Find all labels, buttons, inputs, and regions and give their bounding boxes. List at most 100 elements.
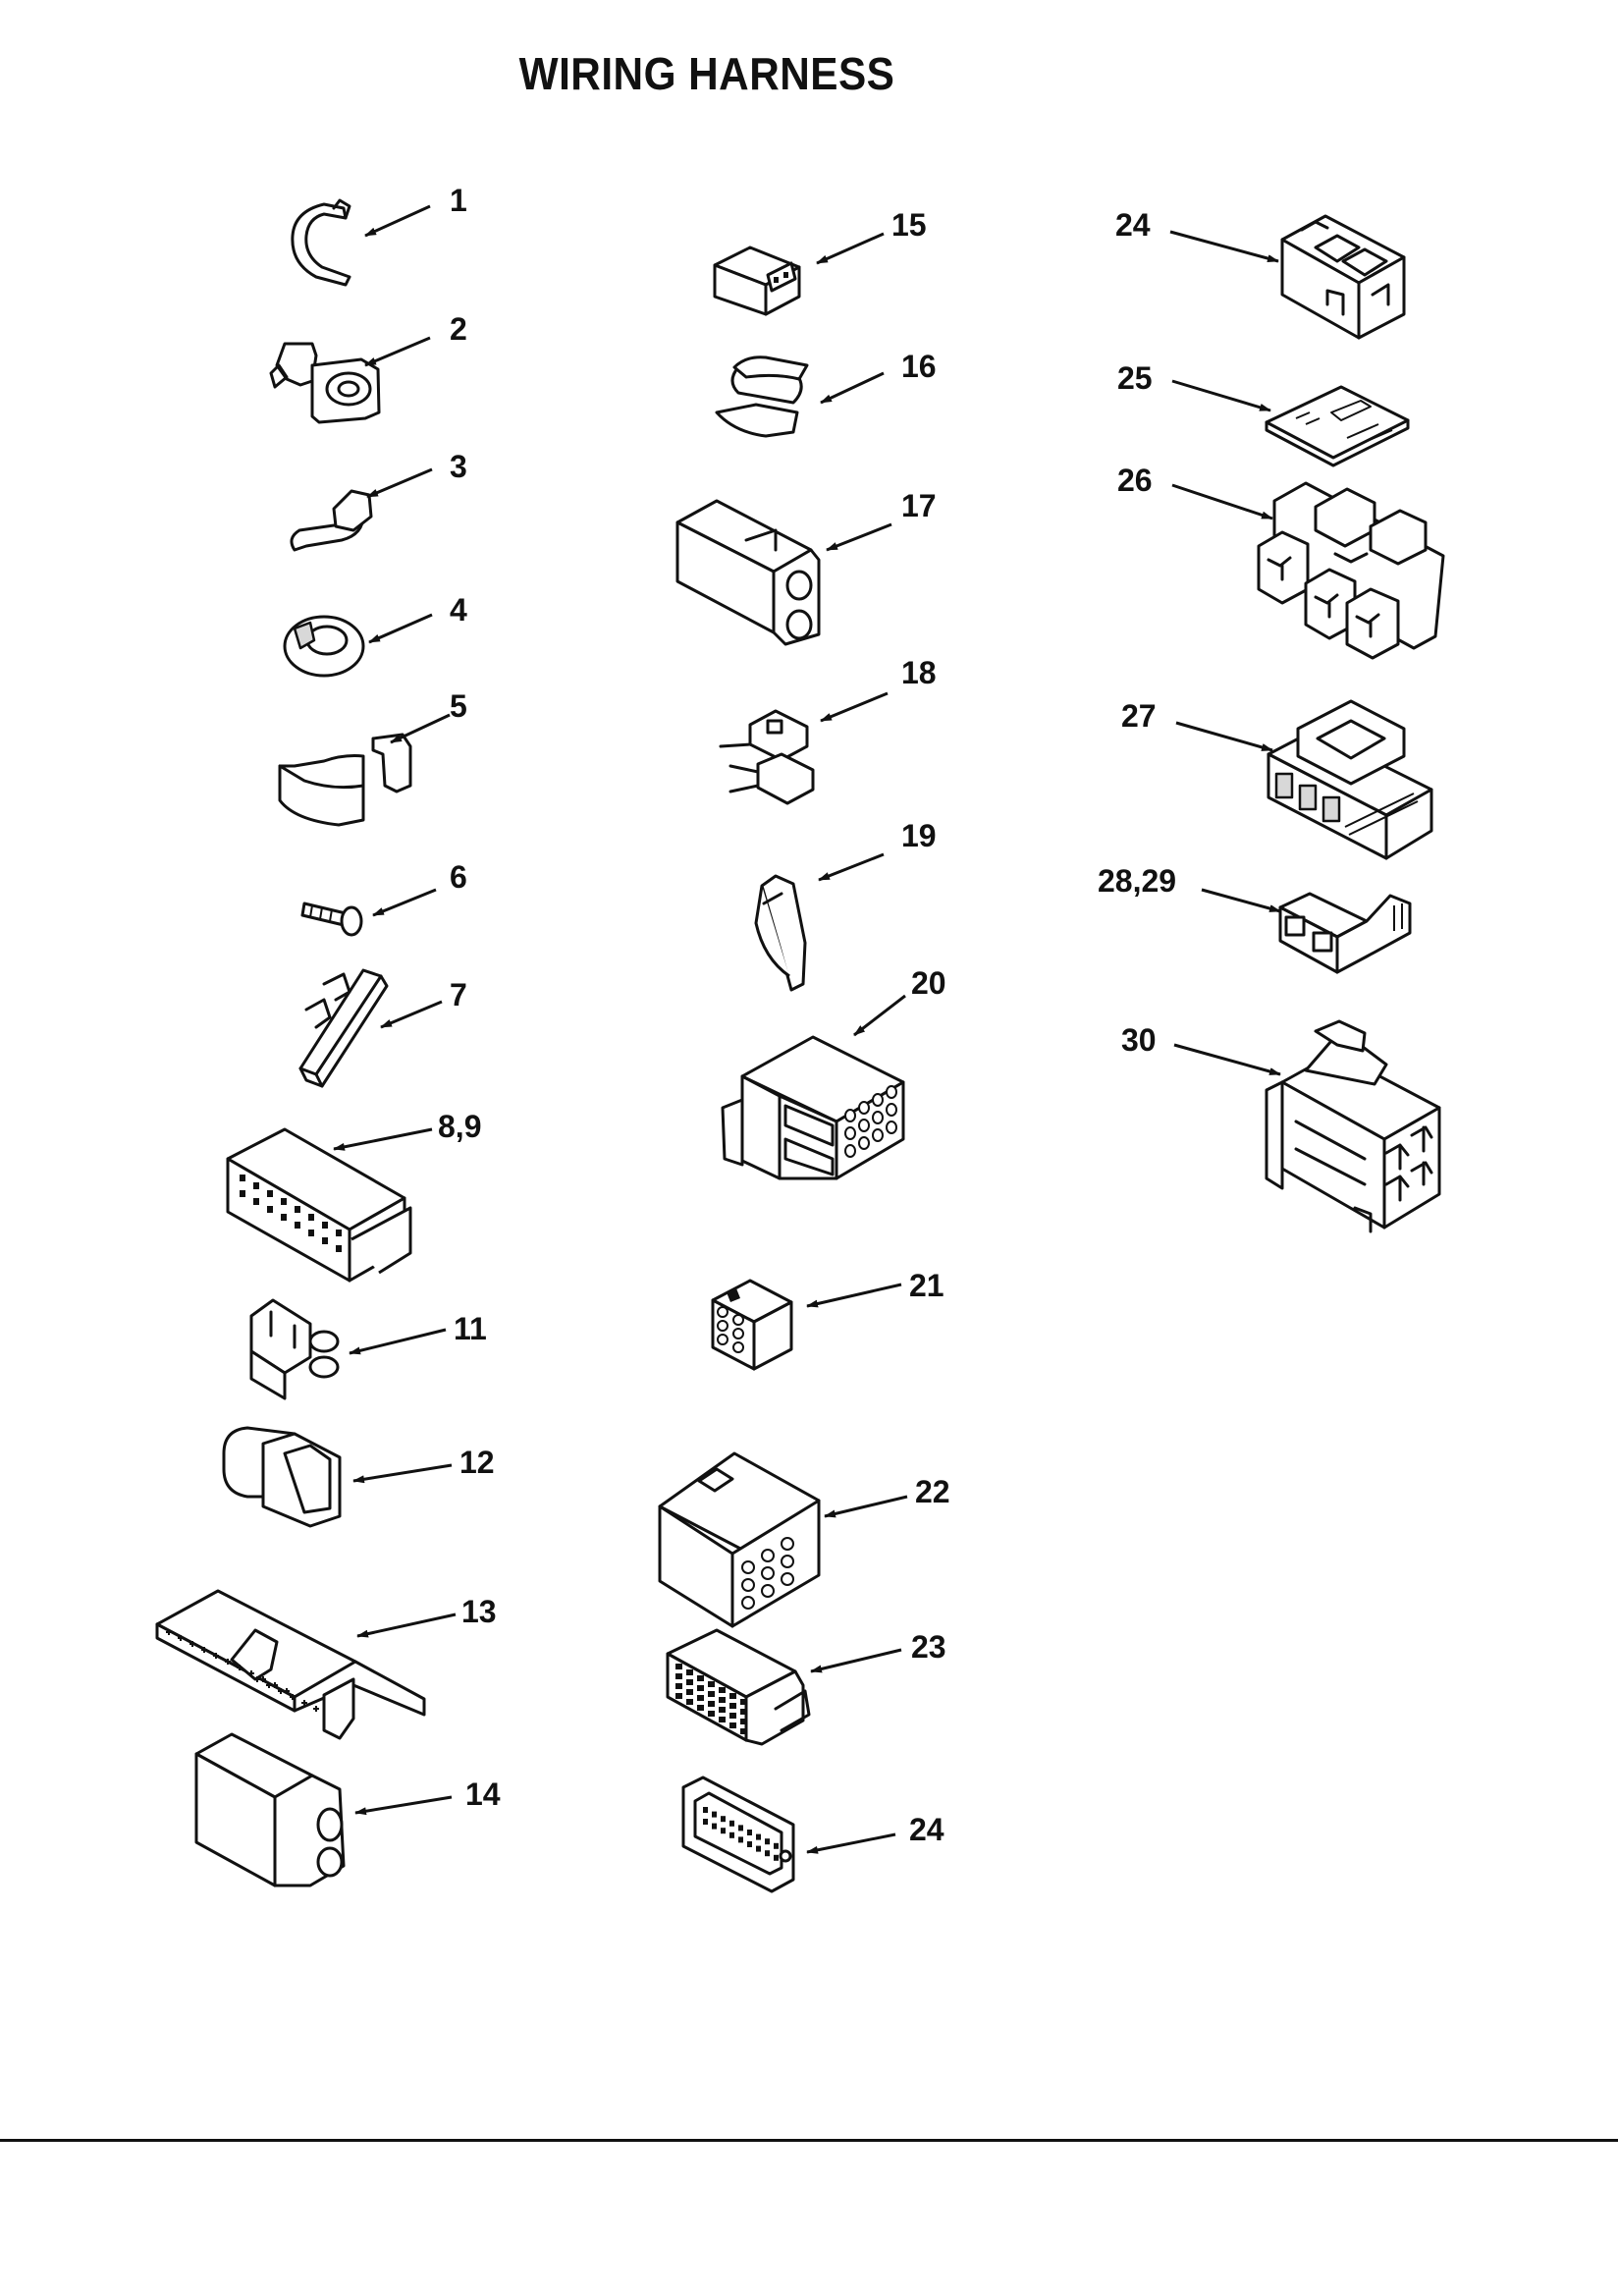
pin-cell — [756, 1845, 761, 1852]
cavity — [858, 1101, 870, 1115]
cavity — [844, 1126, 856, 1140]
pin-cell — [765, 1850, 770, 1857]
pin-hole — [267, 1206, 273, 1213]
pin-cell — [686, 1689, 693, 1695]
part-23-dsub-connector: 24 — [681, 1776, 944, 1893]
pin-hole — [322, 1237, 328, 1244]
part-22-multipin-block: 23 — [666, 1628, 946, 1746]
cavity — [781, 1555, 794, 1568]
pin-cell — [719, 1697, 726, 1703]
terminal-mark — [201, 1647, 207, 1653]
cavity — [732, 1341, 744, 1353]
cavity — [872, 1111, 884, 1124]
cavity — [732, 1314, 744, 1326]
part-11-terminal-housing: 12 — [222, 1426, 495, 1528]
part-label-28-29: 28,29 — [1098, 863, 1176, 899]
terminal-mark — [313, 1706, 319, 1712]
cavity — [717, 1306, 728, 1318]
pin-cell — [738, 1825, 743, 1831]
part-28-29-connector — [1201, 888, 1412, 974]
part-label-19: 20 — [911, 965, 946, 1001]
pin-hole — [240, 1190, 245, 1197]
pin-cell — [756, 1833, 761, 1840]
terminal-mark — [237, 1665, 243, 1670]
part-label-2: 2 — [450, 311, 467, 347]
part-7-retainer-bar: 7 — [298, 968, 467, 1088]
pin-cell — [729, 1703, 736, 1709]
pin-cell — [686, 1679, 693, 1685]
part-label-21: 22 — [915, 1474, 950, 1509]
part-25-circuit-board — [1171, 379, 1410, 467]
part-15-split-sleeve: 16 — [715, 349, 937, 438]
pin-cell — [729, 1820, 734, 1827]
cavity — [761, 1566, 775, 1580]
pin-cell — [774, 1854, 779, 1861]
part-label-4: 4 — [450, 592, 467, 628]
cavity — [858, 1119, 870, 1132]
cavity — [886, 1103, 897, 1117]
pin-hole — [336, 1230, 342, 1236]
part-label-3: 3 — [450, 449, 467, 484]
pin-cell — [729, 1831, 734, 1838]
cavity — [717, 1320, 728, 1332]
part-label-25: 25 — [1117, 360, 1153, 396]
pin-cell — [719, 1707, 726, 1713]
pin-cell — [738, 1836, 743, 1843]
terminal-mark — [260, 1676, 266, 1682]
pin-hole — [336, 1245, 342, 1252]
part-label-5: 5 — [450, 688, 467, 724]
part-26-relay-block — [1171, 481, 1445, 660]
part-label-17: 18 — [901, 655, 937, 690]
cavity — [872, 1128, 884, 1142]
part-label-1: 1 — [450, 183, 467, 218]
pin-hole — [281, 1214, 287, 1221]
pin-cell — [740, 1728, 747, 1734]
part-21-cube-housing: 22 — [658, 1451, 950, 1628]
pin-cell — [697, 1675, 704, 1681]
part-label-10: 11 — [454, 1311, 487, 1346]
pin-cell — [708, 1711, 715, 1717]
part-label-14: 15 — [891, 207, 927, 243]
cavity — [761, 1549, 775, 1562]
part-4-ring-grommet: 4 — [283, 592, 467, 678]
pin-cell — [697, 1685, 704, 1691]
pin-cell — [721, 1828, 726, 1834]
part-label-13: 14 — [465, 1777, 501, 1812]
pin-cell — [708, 1691, 715, 1697]
pin-hole — [267, 1190, 273, 1197]
pin-hole — [308, 1230, 314, 1236]
pin-cell — [708, 1701, 715, 1707]
pin-hole — [281, 1198, 287, 1205]
pin-cell — [675, 1683, 682, 1689]
pin-cell — [765, 1838, 770, 1845]
terminal-mark — [248, 1670, 254, 1676]
pin-cell — [740, 1699, 747, 1705]
pin-cell — [729, 1713, 736, 1719]
pin-cell — [719, 1717, 726, 1722]
part-12-terminal-strip: 13 — [155, 1589, 497, 1740]
pin-hole — [253, 1198, 259, 1205]
pin-cell — [721, 1816, 726, 1823]
pin-cell — [774, 1842, 779, 1849]
page-title: WIRING HARNESS — [518, 48, 895, 99]
pin-cell — [675, 1693, 682, 1699]
part-10-connector: 11 — [249, 1298, 487, 1400]
pin-cell — [729, 1722, 736, 1728]
part-5-strap-clamp: 5 — [278, 688, 467, 827]
cavity — [844, 1109, 856, 1122]
pin-hole — [240, 1175, 245, 1181]
cavity — [886, 1085, 897, 1099]
pin-cell — [686, 1699, 693, 1705]
part-19-12pin-connector: 20 — [721, 965, 946, 1180]
part-13-inline-housing: 14 — [194, 1732, 501, 1887]
cavity — [781, 1572, 794, 1586]
terminal-mark — [301, 1700, 307, 1706]
pin-cell — [703, 1807, 708, 1813]
part-18-latch: 19 — [754, 818, 937, 992]
part-1-cable-clip: 1 — [291, 183, 467, 287]
pin-cell — [719, 1687, 726, 1693]
cavity — [741, 1578, 755, 1592]
terminal-mark — [213, 1653, 219, 1659]
